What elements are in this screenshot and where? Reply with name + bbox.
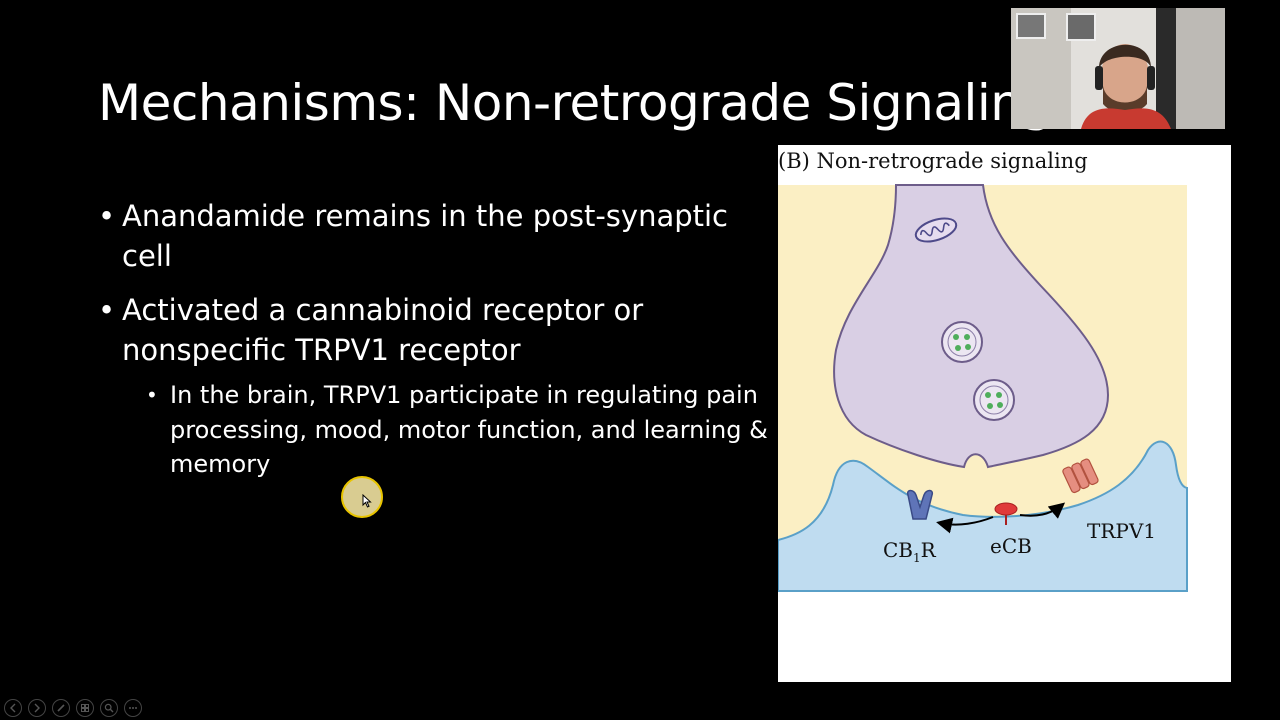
grid-icon bbox=[81, 704, 89, 712]
bullet-item: • Activated a cannabinoid receptor or no… bbox=[98, 290, 778, 370]
bullet-dot-icon: • bbox=[146, 383, 158, 407]
ellipsis-icon bbox=[129, 707, 137, 709]
bullet-text: Anandamide remains in the post-synaptic … bbox=[122, 199, 728, 273]
mouse-pointer-icon bbox=[362, 494, 372, 508]
more-options-button[interactable] bbox=[124, 699, 142, 717]
cb1r-receptor-icon bbox=[906, 489, 934, 520]
arrow-right-icon bbox=[34, 703, 40, 713]
presenter-toolbar bbox=[4, 699, 142, 717]
ecb-molecule-icon bbox=[994, 502, 1018, 525]
trpv1-channel-icon bbox=[1062, 458, 1099, 494]
sub-bullet-text: In the brain, TRPV1 participate in regul… bbox=[170, 381, 768, 478]
synapse-figure: CB1R eCB TRPV1 (B) Non-retrograde signal… bbox=[778, 145, 1231, 682]
vesicle-icon bbox=[941, 321, 983, 363]
see-all-slides-button[interactable] bbox=[76, 699, 94, 717]
synapse-diagram: CB1R eCB TRPV1 bbox=[778, 184, 1188, 592]
trpv1-label: TRPV1 bbox=[1087, 519, 1156, 543]
pen-icon bbox=[57, 704, 65, 712]
next-slide-button[interactable] bbox=[28, 699, 46, 717]
bullet-item: • Anandamide remains in the post-synapti… bbox=[98, 196, 778, 276]
figure-caption: (B) Non-retrograde signaling bbox=[778, 149, 1088, 173]
presenter-video bbox=[1011, 8, 1225, 129]
cb1r-label: CB1R bbox=[883, 538, 937, 565]
bullet-list: • Anandamide remains in the post-synapti… bbox=[98, 196, 778, 482]
cursor-highlight bbox=[341, 476, 383, 518]
sub-bullet-item: • In the brain, TRPV1 participate in reg… bbox=[146, 378, 778, 482]
postsynaptic-cell bbox=[778, 440, 1188, 592]
webcam-overlay bbox=[1011, 8, 1225, 129]
arrow-left-icon bbox=[10, 703, 16, 713]
pen-tool-button[interactable] bbox=[52, 699, 70, 717]
bullet-dot-icon: • bbox=[98, 293, 116, 327]
magnifier-icon bbox=[104, 703, 114, 713]
mitochondrion-icon bbox=[914, 217, 958, 243]
bullet-dot-icon: • bbox=[98, 199, 116, 233]
slide-title: Mechanisms: Non-retrograde Signaling bbox=[98, 74, 1053, 132]
zoom-button[interactable] bbox=[100, 699, 118, 717]
bullet-text: Activated a cannabinoid receptor or nons… bbox=[122, 293, 644, 367]
ecb-label: eCB bbox=[990, 534, 1032, 558]
vesicle-icon bbox=[973, 379, 1015, 421]
previous-slide-button[interactable] bbox=[4, 699, 22, 717]
ecb-to-cb1r-arrow bbox=[936, 516, 994, 534]
ecb-to-trpv1-arrow bbox=[1019, 502, 1066, 519]
